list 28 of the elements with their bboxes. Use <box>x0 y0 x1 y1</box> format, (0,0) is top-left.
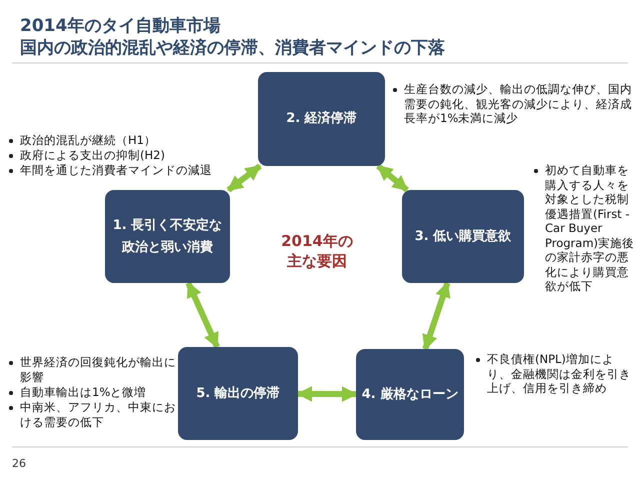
bullet-text: 不良債権(NPL)増加により、金融機関は金利を引き上げ、信用を引き締め <box>473 352 633 396</box>
factor-title: 1. 長引く不安定な政治と弱い消費 <box>112 216 224 256</box>
bullet-text: 世界経済の回復鈍化が輸出に影響 <box>6 355 178 384</box>
factor-box <box>402 190 524 283</box>
factor-box <box>105 190 230 283</box>
bullet-text: 政治的混乱が継続（H1） <box>6 133 226 148</box>
bullet-text: 自動車輸出は1%と微増 <box>6 385 178 400</box>
page-number: 26 <box>12 457 26 470</box>
factor-box <box>178 347 298 440</box>
factor-title: 2. 経済停滞 <box>286 110 357 128</box>
title: 2014年のタイ自動車市場 <box>20 16 220 36</box>
bullet-text: 政府による支出の抑制(H2) <box>6 148 226 162</box>
subtitle: 国内の政治的混乱や経済の停滞、消費者マインドの下落 <box>20 38 445 58</box>
double-arrow <box>422 282 450 350</box>
factor-title: 3. 低い購買意欲 <box>414 228 512 246</box>
factor-title: 5. 輸出の停滞 <box>196 384 280 402</box>
factor-box <box>258 72 385 166</box>
center-label: 2014年の主な要因 <box>280 231 354 271</box>
factor-title: 4. 厳格なローン <box>362 386 458 404</box>
bullet-text: 初めて自動車を購入する人々を対象とした税制優遇措置(First - Car Buyer Program)実施後の家計赤字の悪化により購買意欲が低下 <box>531 163 638 294</box>
bullet-text: 年間を通じた消費者マインドの減退 <box>6 163 226 178</box>
factor-box <box>356 349 464 440</box>
double-arrow <box>296 386 358 402</box>
double-arrow <box>376 164 409 192</box>
bullet-text: 生産台数の減少、輸出の低調な伸び、国内需要の鈍化、観光客の減少により、経済成長率が1%未満に減少 <box>390 82 635 126</box>
double-arrow <box>186 282 220 348</box>
double-arrow <box>226 164 262 192</box>
bullet-text: 中南米、アフリカ、中東における需要の低下 <box>6 400 178 429</box>
